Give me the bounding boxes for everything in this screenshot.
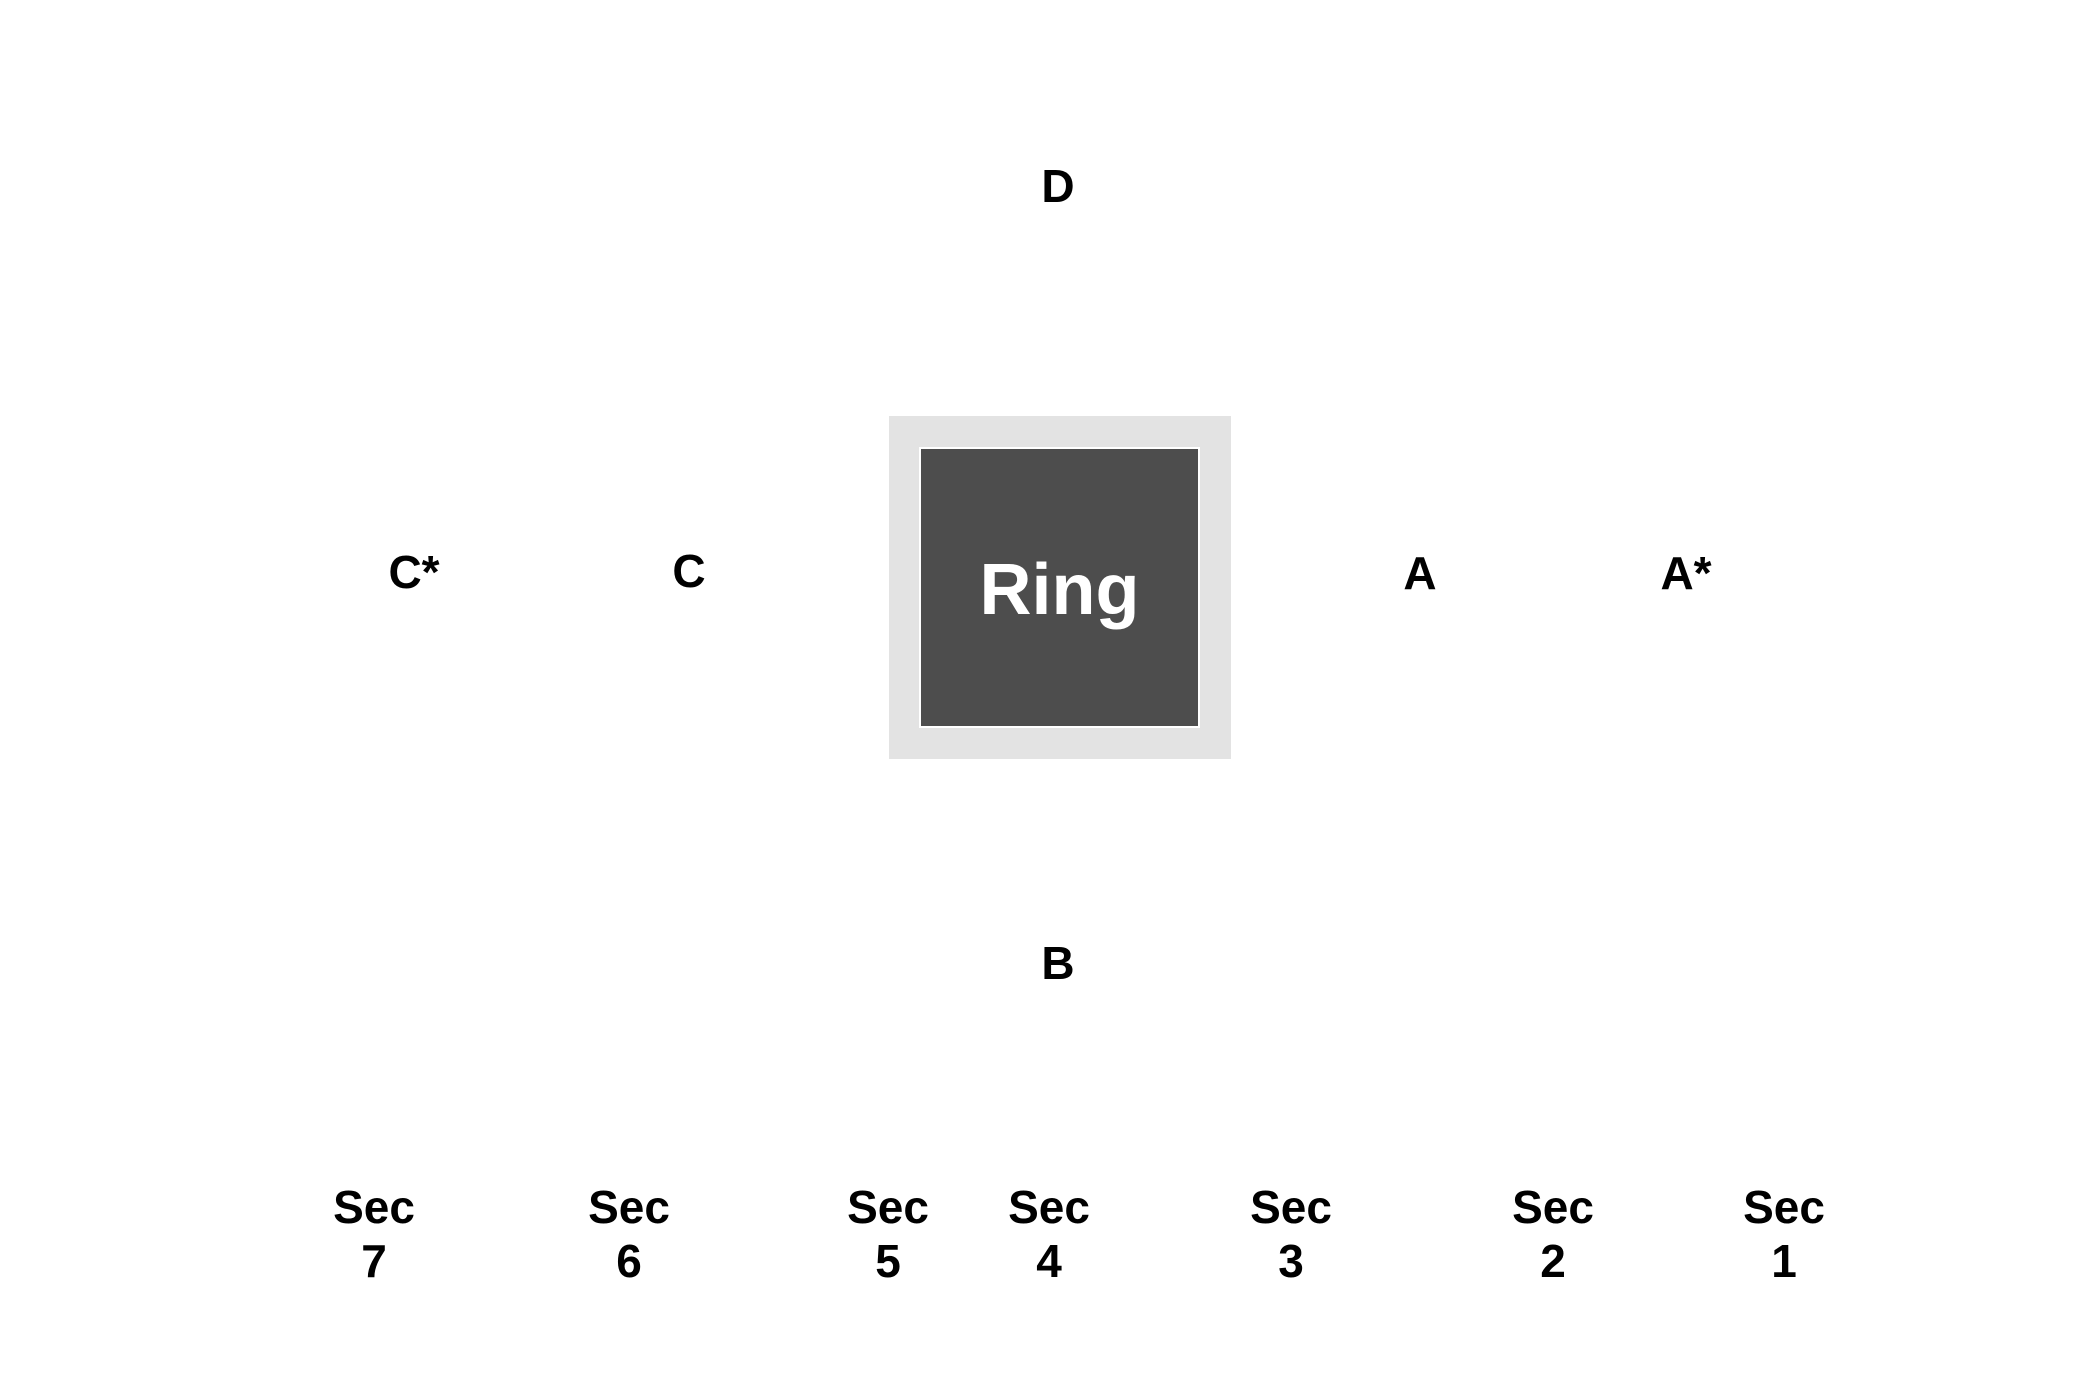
floor-section-3[interactable]: Sec 3 <box>1250 1180 1332 1288</box>
floor-section-word: Sec <box>588 1181 670 1233</box>
ring-label: Ring <box>979 549 1140 630</box>
floor-section-6[interactable]: Sec 6 <box>588 1180 670 1288</box>
floor-section-number: 3 <box>1278 1235 1304 1287</box>
floor-section-word: Sec <box>1512 1181 1594 1233</box>
floor-section-word: Sec <box>333 1181 415 1233</box>
floor-section-number: 2 <box>1540 1235 1566 1287</box>
section-c-star[interactable]: C* <box>388 546 440 598</box>
floor-section-7[interactable]: Sec 7 <box>333 1180 415 1288</box>
section-d[interactable]: D <box>1041 160 1075 212</box>
section-a-star[interactable]: A* <box>1660 547 1712 599</box>
floor-section-word: Sec <box>1743 1181 1825 1233</box>
floor-section-number: 1 <box>1771 1235 1797 1287</box>
floor-section-1[interactable]: Sec 1 <box>1743 1180 1825 1288</box>
ring[interactable]: Ring <box>919 447 1200 728</box>
floor-section-number: 7 <box>361 1235 387 1287</box>
floor-section-number: 4 <box>1036 1235 1062 1287</box>
floor-section-word: Sec <box>1008 1181 1090 1233</box>
floor-section-number: 6 <box>616 1235 642 1287</box>
ring-apron: Ring <box>889 416 1231 759</box>
floor-section-4[interactable]: Sec 4 <box>1008 1180 1090 1288</box>
floor-section-number: 5 <box>875 1235 901 1287</box>
section-c[interactable]: C <box>672 545 706 597</box>
floor-section-word: Sec <box>1250 1181 1332 1233</box>
floor-section-5[interactable]: Sec 5 <box>847 1180 929 1288</box>
floor-section-word: Sec <box>847 1181 929 1233</box>
section-b[interactable]: B <box>1041 937 1075 989</box>
floor-section-2[interactable]: Sec 2 <box>1512 1180 1594 1288</box>
section-a[interactable]: A <box>1403 547 1437 599</box>
